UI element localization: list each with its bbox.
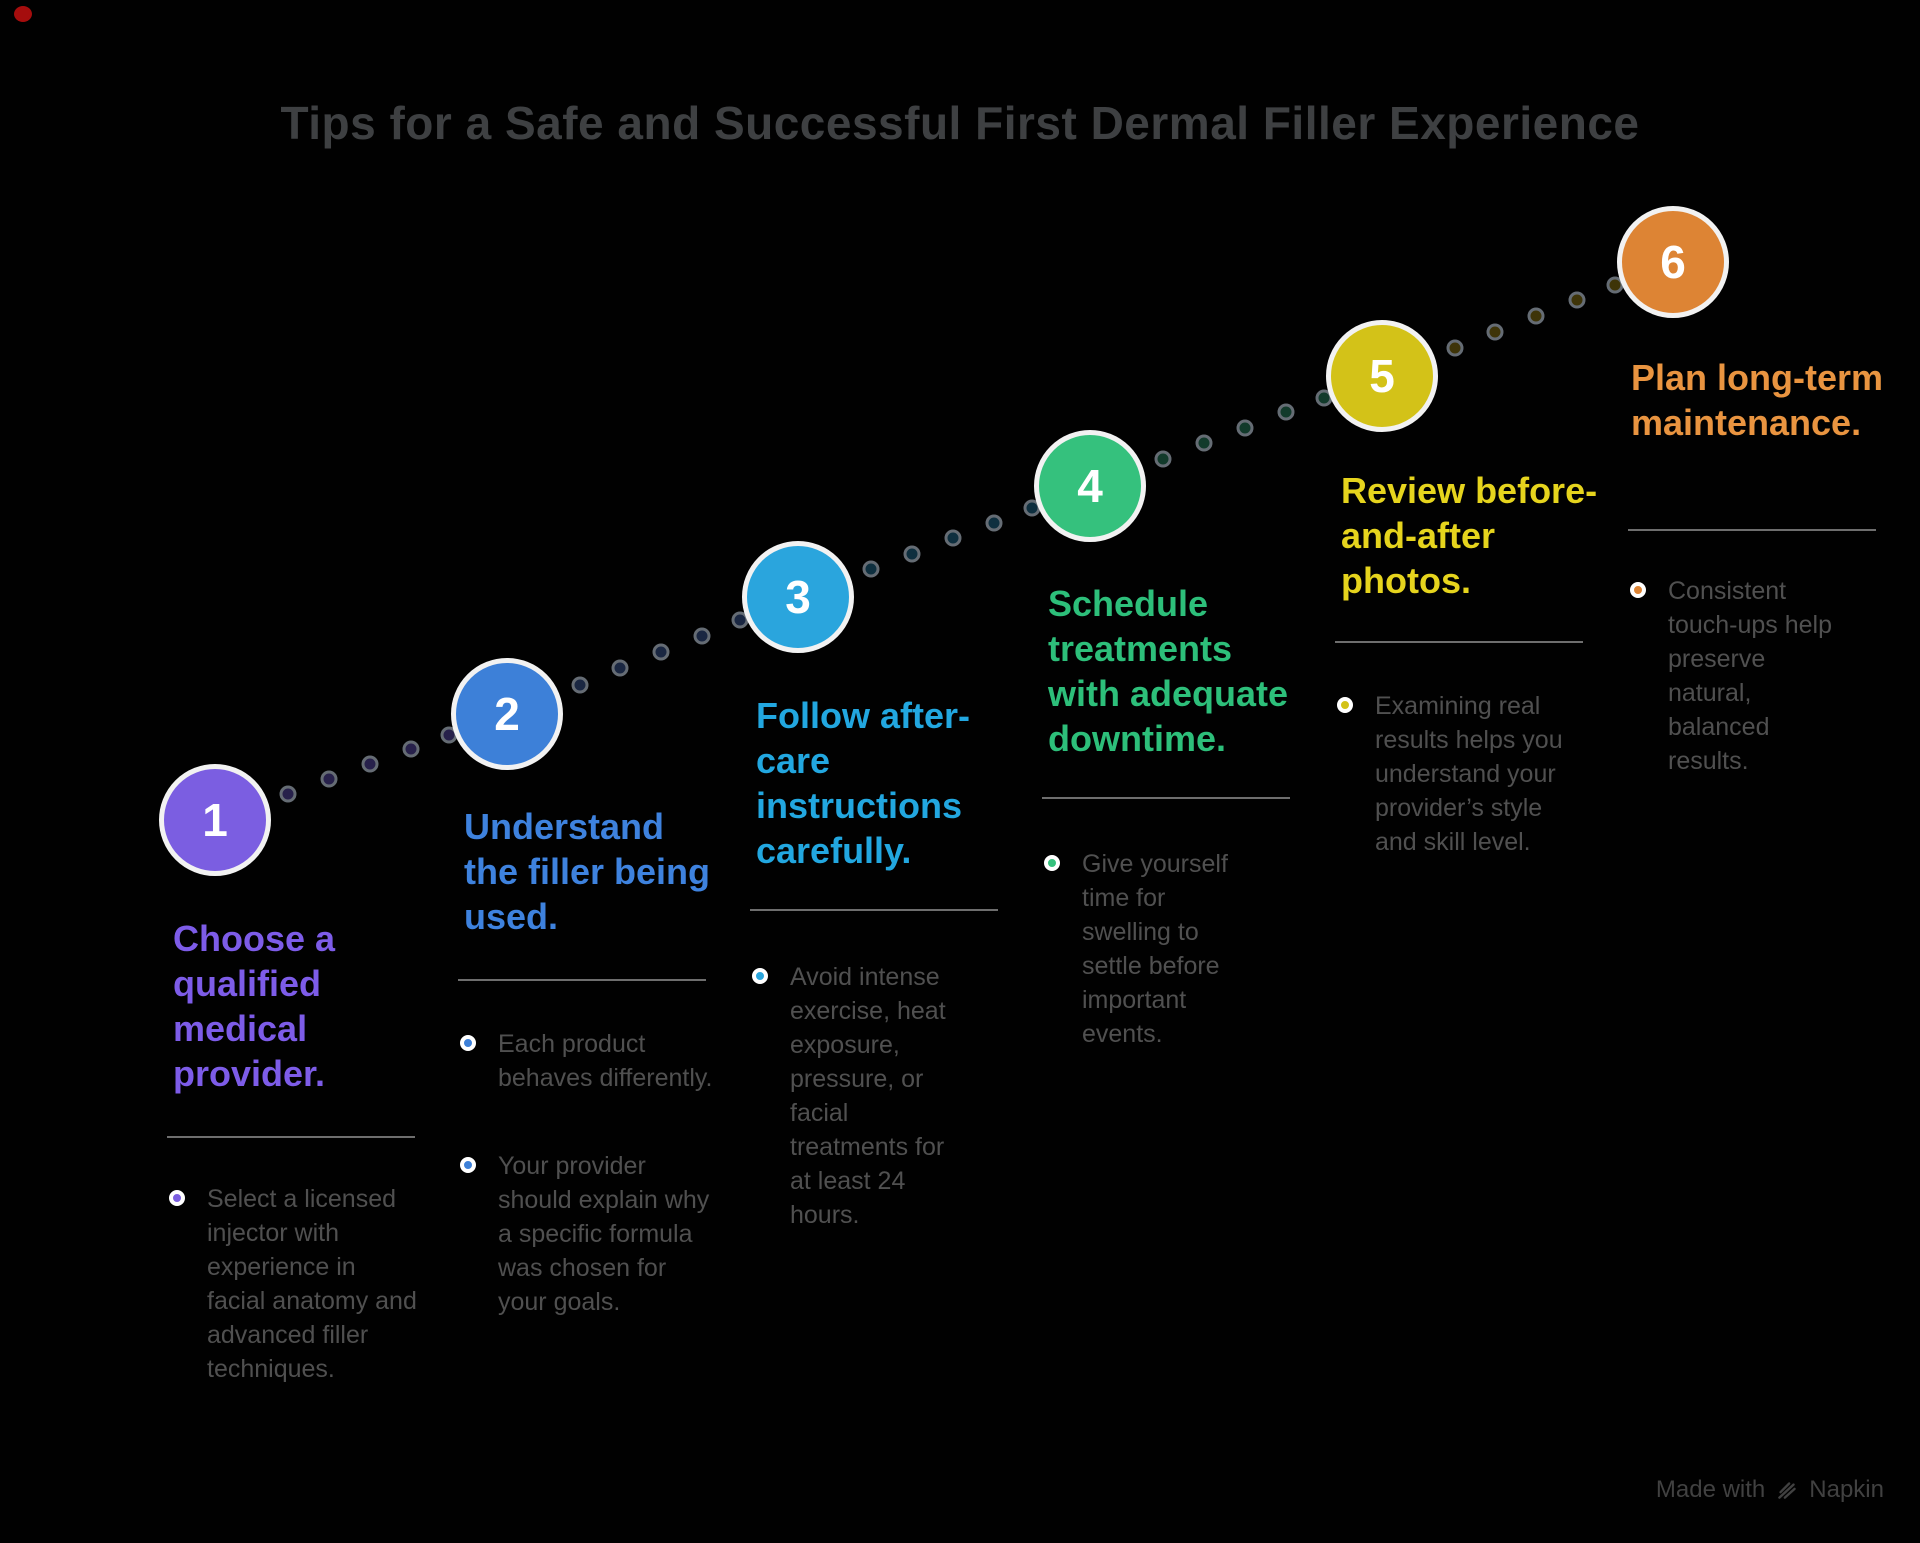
step-heading: Follow after-care instructions carefully… [756, 695, 970, 871]
trail-dot [985, 514, 1003, 532]
step-number: 1 [202, 794, 228, 846]
step-heading: Choose a qualified medical provider. [173, 918, 336, 1094]
bullet-marker-icon [1630, 582, 1646, 598]
trail-dot [693, 627, 711, 645]
bullet-list: Select a licensed injector with experien… [167, 1182, 417, 1386]
step-number-circle: 3 [742, 541, 854, 653]
bullet-list: Consistent touch-ups help preserve natur… [1628, 574, 1838, 778]
step-number-circle: 1 [159, 764, 271, 876]
bullet-marker-icon [752, 968, 768, 984]
step-number: 3 [785, 571, 811, 623]
bullet-item: Examining real results helps you underst… [1335, 689, 1565, 859]
trail-dot [1277, 403, 1295, 421]
divider-line [750, 909, 998, 911]
step-heading: Schedule treatments with adequate downti… [1048, 583, 1289, 759]
bullet-marker-icon [460, 1157, 476, 1173]
napkin-logo-icon [1778, 1482, 1797, 1499]
bullet-text: Select a licensed injector with experien… [207, 1185, 417, 1383]
bullet-text: Your provider should explain why a speci… [498, 1152, 710, 1316]
bullet-list: Avoid intense exercise, heat exposure, p… [750, 960, 965, 1232]
bullet-text: Consistent touch-ups help preserve natur… [1668, 577, 1833, 775]
trail-dot [361, 755, 379, 773]
divider-line [1042, 797, 1290, 799]
trail-dot [611, 659, 629, 677]
step-number-circle: 4 [1034, 430, 1146, 542]
trail-dot [402, 740, 420, 758]
bullet-marker-icon [460, 1035, 476, 1051]
step-heading: Understand the filler being used. [464, 806, 711, 937]
bullet-text: Give yourself time for swelling to settl… [1082, 850, 1228, 1048]
bullet-text: Examining real results helps you underst… [1375, 692, 1563, 856]
step-number-circle: 6 [1617, 206, 1729, 318]
trail-dot [1236, 419, 1254, 437]
step-number: 6 [1660, 236, 1686, 288]
bullet-item: Each product behaves differently. [458, 1027, 713, 1095]
trail-dot [862, 560, 880, 578]
bullet-text: Each product behaves differently. [498, 1030, 713, 1092]
trail-dot [1154, 450, 1172, 467]
bullet-marker-icon [169, 1190, 185, 1206]
bullet-item: Give yourself time for swelling to settl… [1042, 847, 1247, 1051]
trail-dot [903, 545, 921, 563]
step-heading: Review before-and-after photos. [1341, 470, 1598, 601]
trail-dot [320, 770, 338, 788]
bullet-list: Give yourself time for swelling to settl… [1042, 847, 1247, 1051]
trail-dot [1195, 434, 1213, 452]
page-title: Tips for a Safe and Successful First Der… [280, 97, 1640, 149]
step-number: 5 [1369, 350, 1395, 402]
trail-dot [1527, 307, 1545, 325]
bullet-marker-icon [1044, 855, 1060, 871]
red-corner-artifact [14, 6, 32, 22]
step-number-circle: 2 [451, 658, 563, 770]
trail-dot [944, 529, 962, 547]
made-with-label: Made with [1655, 1476, 1766, 1503]
divider-line [167, 1136, 415, 1138]
brand-label: Napkin [1809, 1476, 1884, 1503]
bullet-text: Avoid intense exercise, heat exposure, p… [790, 963, 946, 1229]
divider-line [458, 979, 706, 981]
divider-line [1628, 529, 1876, 531]
bullet-item: Consistent touch-ups help preserve natur… [1628, 574, 1838, 778]
trail-dot [1446, 339, 1464, 356]
footer: Made with Napkin [1656, 1476, 1884, 1504]
bullet-item: Select a licensed injector with experien… [167, 1182, 417, 1386]
trail-dot [652, 643, 670, 661]
trail-dot [571, 676, 589, 694]
bullet-item: Your provider should explain why a speci… [458, 1149, 713, 1319]
divider-line [1335, 641, 1583, 643]
step-number: 4 [1077, 460, 1103, 512]
bullet-list: Examining real results helps you underst… [1335, 689, 1565, 859]
step-heading: Plan long-term maintenance. [1631, 357, 1884, 443]
bullet-marker-icon [1337, 697, 1353, 713]
trail-dot [279, 785, 297, 802]
step-number-circle: 5 [1326, 320, 1438, 432]
trail-dot [1568, 291, 1586, 309]
step-number: 2 [494, 688, 520, 740]
trail-dot [1486, 323, 1504, 341]
bullet-list: Each product behaves differently. Your p… [458, 1027, 713, 1319]
bullet-item: Avoid intense exercise, heat exposure, p… [750, 960, 965, 1232]
